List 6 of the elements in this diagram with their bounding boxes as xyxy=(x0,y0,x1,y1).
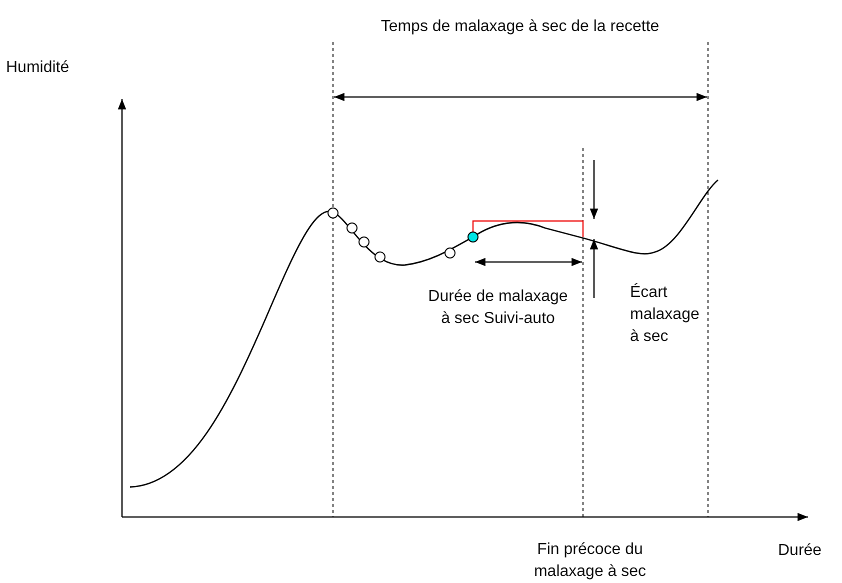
axis-label: Durée de malaxage à sec Suivi-auto xyxy=(428,287,568,329)
axis-label: Humidité xyxy=(6,58,70,78)
axis-label: Temps de malaxage à sec de la recette xyxy=(380,17,660,37)
axis-label: Écart malaxage à sec xyxy=(630,282,700,347)
axis-label: Fin précoce du malaxage à sec xyxy=(532,540,648,582)
axis-label: Durée xyxy=(778,541,823,561)
